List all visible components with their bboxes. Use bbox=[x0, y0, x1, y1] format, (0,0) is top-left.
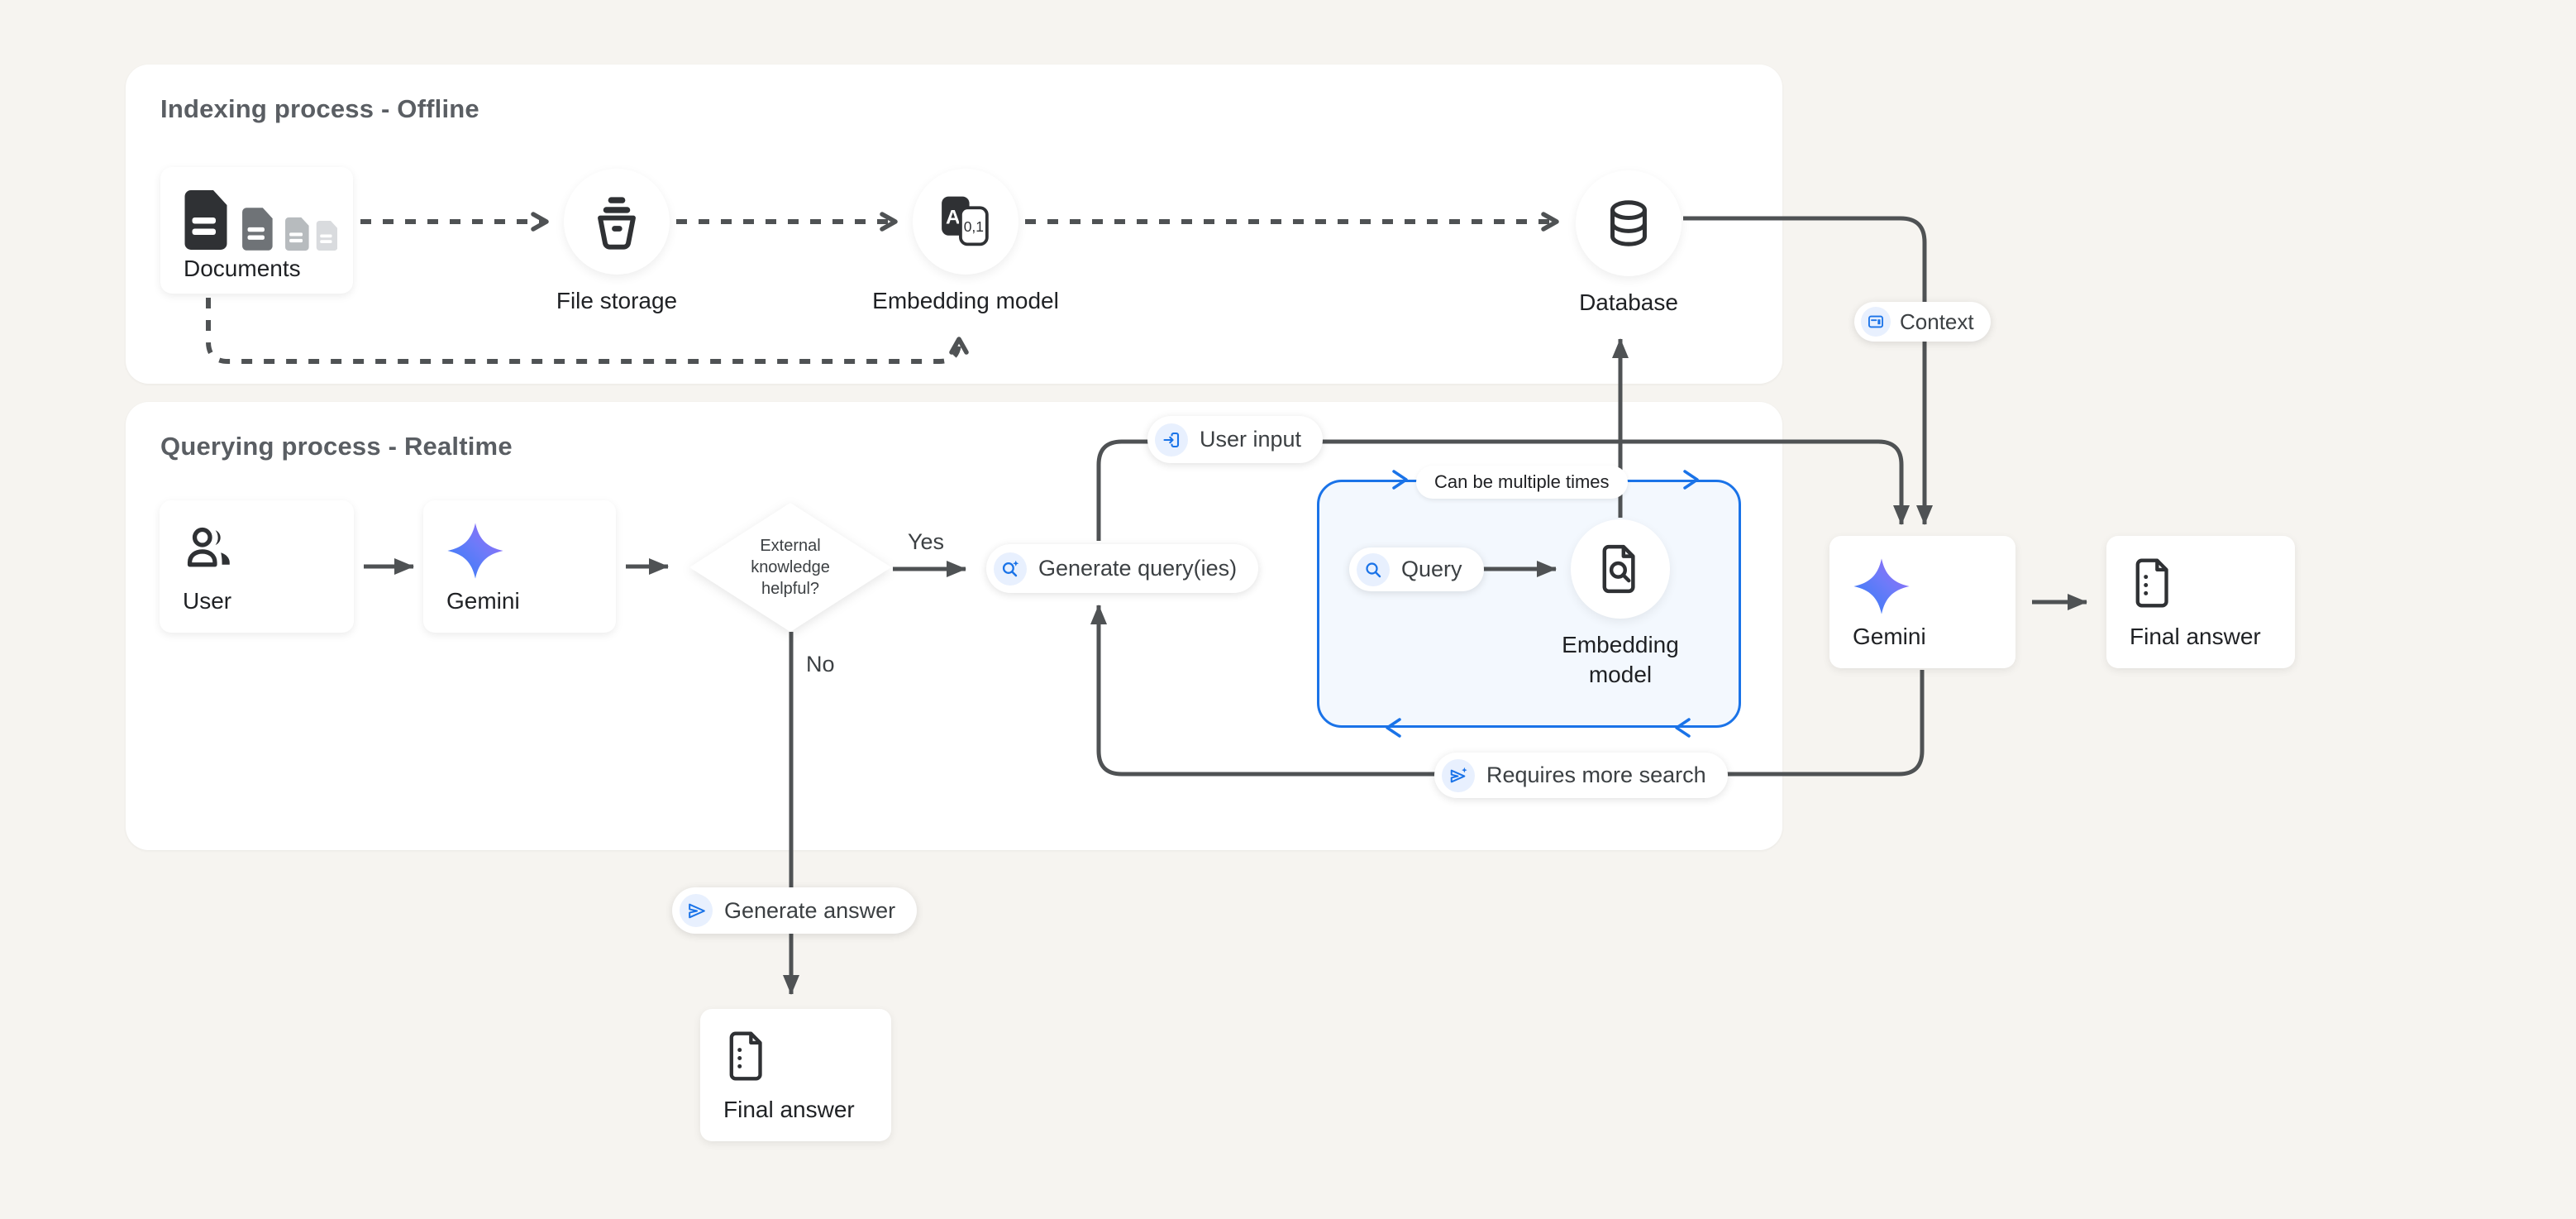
doc-search-icon bbox=[1571, 519, 1670, 619]
documents-label: Documents bbox=[184, 256, 301, 281]
embedding-model-query-label: Embedding model bbox=[1562, 632, 1679, 687]
article-context-icon bbox=[1861, 307, 1891, 337]
requires-more-search-pill: Requires more search bbox=[1434, 753, 1728, 798]
final-answer-right-label: Final answer bbox=[2130, 624, 2261, 649]
gemini-left-label: Gemini bbox=[446, 588, 520, 614]
requires-more-search-label: Requires more search bbox=[1486, 762, 1706, 787]
database-label: Database bbox=[1579, 289, 1678, 315]
generate-queries-label: Generate query(ies) bbox=[1038, 556, 1238, 581]
user-node: User bbox=[160, 500, 354, 633]
gemini-right-node: Gemini bbox=[1829, 536, 2015, 668]
document-stack-icon bbox=[184, 189, 338, 256]
search-icon bbox=[1357, 552, 1390, 586]
bucket-storage-icon bbox=[564, 169, 670, 275]
gemini-left-node: Gemini bbox=[423, 500, 616, 633]
generate-answer-label: Generate answer bbox=[724, 897, 896, 923]
database-icon bbox=[1576, 170, 1682, 276]
querying-panel-title: Querying process - Realtime bbox=[160, 432, 513, 461]
gemini-right-label: Gemini bbox=[1853, 624, 1926, 649]
gemini-star-icon bbox=[446, 522, 593, 584]
user-label: User bbox=[183, 588, 232, 614]
user-input-label: User input bbox=[1200, 427, 1302, 452]
file-storage-label: File storage bbox=[556, 288, 678, 313]
embedding-model-top-node: A 0,1 Embedding model bbox=[866, 169, 1065, 316]
yes-label: Yes bbox=[908, 529, 945, 554]
search-sparkle-icon bbox=[994, 552, 1027, 586]
send-icon bbox=[680, 894, 713, 927]
svg-text:A: A bbox=[946, 206, 961, 228]
users-icon bbox=[183, 522, 331, 576]
doc-list-icon bbox=[2130, 557, 2272, 613]
generate-queries-pill: Generate query(ies) bbox=[986, 544, 1259, 593]
no-label: No bbox=[806, 652, 835, 676]
context-label: Context bbox=[1900, 308, 1974, 334]
indexing-panel-title: Indexing process - Offline bbox=[160, 94, 479, 123]
query-label: Query bbox=[1401, 557, 1462, 581]
login-input-icon bbox=[1155, 423, 1188, 457]
query-pill: Query bbox=[1349, 547, 1484, 591]
final-answer-right-node: Final answer bbox=[2106, 536, 2295, 668]
can-be-multiple-times-note: Can be multiple times bbox=[1416, 466, 1628, 499]
translate-embedding-icon: A 0,1 bbox=[913, 169, 1018, 275]
file-storage-node: File storage bbox=[518, 169, 716, 316]
embedding-model-top-label: Embedding model bbox=[872, 288, 1059, 313]
svg-text:0,1: 0,1 bbox=[964, 218, 984, 235]
database-node: Database bbox=[1529, 170, 1728, 318]
gemini-star-icon bbox=[1853, 557, 1992, 619]
decision-diamond: External knowledge helpful? bbox=[689, 503, 891, 632]
documents-node: Documents bbox=[160, 167, 353, 294]
embedding-model-query-node: Embedding model bbox=[1521, 519, 1720, 690]
user-input-pill: User input bbox=[1147, 416, 1324, 463]
decision-question: External knowledge helpful? bbox=[751, 537, 830, 598]
send-sparkle-icon bbox=[1442, 758, 1475, 792]
context-pill: Context bbox=[1854, 302, 1991, 342]
generate-answer-pill: Generate answer bbox=[672, 887, 918, 934]
doc-list-icon bbox=[723, 1030, 868, 1086]
final-answer-bottom-label: Final answer bbox=[723, 1097, 855, 1122]
final-answer-bottom-node: Final answer bbox=[700, 1009, 891, 1141]
